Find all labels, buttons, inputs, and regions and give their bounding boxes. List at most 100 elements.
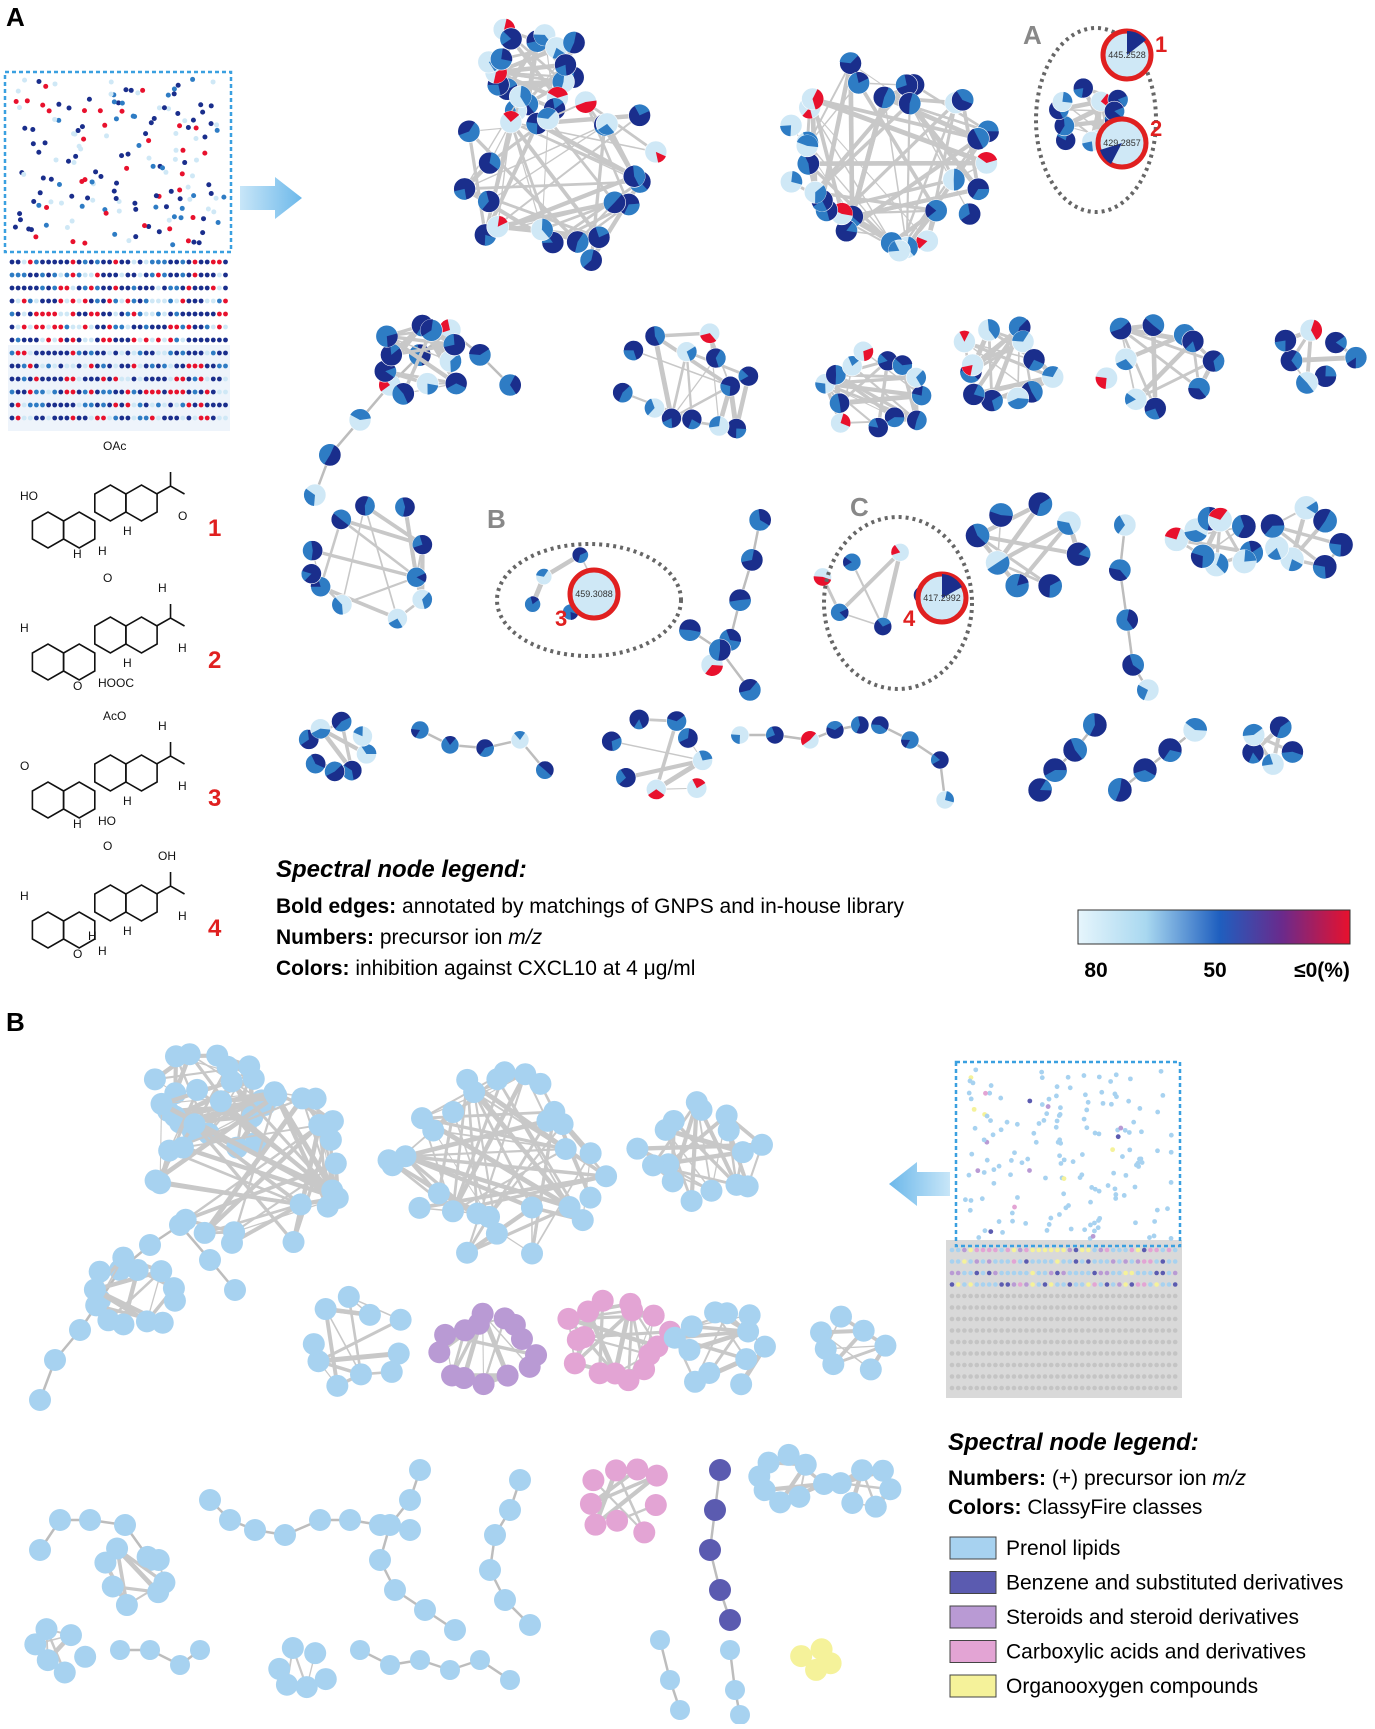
network-node [497,1365,519,1387]
thumbnail-node [166,106,171,111]
network-node [1042,366,1064,388]
network-node [814,568,832,586]
thumbnail-node [206,206,211,211]
thumbnail-node [1117,1351,1122,1356]
network-node [554,54,576,76]
thumbnail-node [1117,1248,1122,1253]
thumbnail-node [1123,1328,1128,1333]
network-node [331,510,351,530]
thumbnail-node [52,273,57,278]
thumbnail-node [999,1328,1004,1333]
thumbnail-node [34,403,39,408]
network-node [796,135,818,157]
thumbnail-node [1130,1328,1135,1333]
thumbnail-node [1148,1271,1153,1276]
network-node [199,1489,221,1511]
thumbnail-node [65,364,70,369]
thumbnail-node [1012,1317,1017,1322]
thumbnail-node [987,1374,992,1379]
thumbnail-node [1152,1219,1157,1224]
thumbnail-node [1034,1140,1039,1145]
atom-label: H [158,581,167,595]
network-node [1208,508,1232,532]
thumbnail-node [1148,1305,1153,1310]
thumbnail-node [1091,1234,1096,1239]
network-node [709,639,731,661]
thumbnail-node [144,403,149,408]
network-node [788,1486,810,1508]
thumbnail-node [1043,1305,1048,1310]
svg-text:445.2528: 445.2528 [1108,50,1146,60]
thumbnail-node [1086,1271,1091,1276]
thumbnail-node [65,338,70,343]
thumbnail-node [132,260,137,265]
network-node [790,1645,812,1667]
thumbnail-node [223,351,228,356]
thumbnail-node [993,1374,998,1379]
thumbnail-node [1049,1248,1054,1253]
network-node [699,1539,721,1561]
thumbnail-node [119,416,124,421]
network-node [369,1549,391,1571]
thumbnail-node [962,1386,967,1391]
thumbnail-node [28,273,33,278]
network-node [1188,377,1210,399]
thumbnail-node [174,325,179,330]
thumbnail-node [1049,1271,1054,1276]
thumbnail-node [26,226,31,231]
thumbnail-node [182,160,187,165]
thumbnail-node [168,377,173,382]
thumbnail-node [101,416,106,421]
thumbnail-node [981,1305,986,1310]
thumbnail-node [109,80,114,85]
class-swatch [950,1606,996,1628]
thumbnail-node [1010,1219,1015,1224]
thumbnail-node [17,211,22,216]
thumbnail-node [150,351,155,356]
network-node [962,354,984,376]
thumbnail-node [1037,1328,1042,1333]
thumbnail-node [1111,1271,1116,1276]
thumbnail-node [10,351,15,356]
network-node [406,567,426,587]
thumbnail-node [16,312,21,317]
thumbnail-node [1142,1340,1147,1345]
thumbnail-node [217,364,222,369]
thumbnail-node [956,1305,961,1310]
thumbnail-node [28,416,33,421]
compound-number: 1 [208,515,221,542]
thumbnail-node [1161,1294,1166,1299]
network-node [490,48,512,70]
thumbnail-node [83,286,88,291]
thumbnail-node [200,110,205,115]
thumbnail-node [1057,1113,1062,1118]
thumbnail-node [1068,1259,1073,1264]
thumbnail-node [77,403,82,408]
network-node [872,1460,894,1482]
thumbnail-node [1159,1069,1164,1074]
thumbnail-node [150,260,155,265]
thumbnail-node [1111,1351,1116,1356]
thumbnail-node [1127,1147,1132,1152]
thumbnail-node [46,325,51,330]
network-node [390,1309,412,1331]
thumbnail-node [1123,1173,1128,1178]
thumbnail-node [1167,1386,1172,1391]
thumbnail-node [1105,1363,1110,1368]
thumbnail-node [193,136,198,141]
network-node [843,553,861,571]
thumbnail-node [1142,1386,1147,1391]
thumbnail-node [1118,1126,1123,1131]
network-node [606,1510,628,1532]
thumbnail-node [1018,1340,1023,1345]
network-node [381,1361,403,1383]
network-node [442,1101,464,1123]
thumbnail-node [223,390,228,395]
thumbnail-node [1142,1363,1147,1368]
thumbnail-node [1012,1351,1017,1356]
thumbnail-node [89,286,94,291]
network-node [412,535,432,555]
network-node [79,1509,101,1531]
thumbnail-node [162,286,167,291]
thumbnail-node [89,260,94,265]
